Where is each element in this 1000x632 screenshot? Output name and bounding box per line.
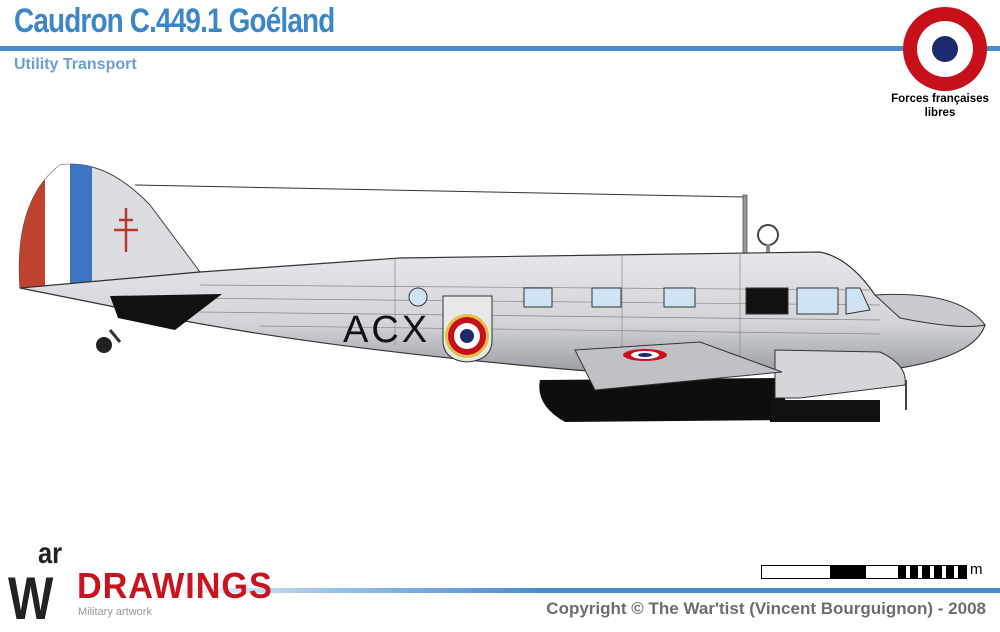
cabin-window [523, 287, 553, 308]
antenna-mast [742, 194, 748, 254]
insignia-label: Forces françaises libres [891, 93, 989, 119]
engine-nacelle-lower [539, 378, 790, 422]
door-window [745, 287, 789, 315]
page-title: Caudron C.449.1 Goéland [14, 2, 335, 40]
logo-ar: ar [38, 537, 63, 570]
porthole [408, 287, 428, 307]
tail-stripe-red [19, 164, 45, 288]
logo-word: DRAWINGS [77, 565, 273, 606]
horizontal-stabilizer [110, 294, 222, 330]
tail-stripe-blue [70, 164, 92, 288]
nose-cone [873, 293, 986, 327]
cockpit-window [845, 287, 871, 315]
engine-cowl-lower [770, 400, 880, 422]
copyright: Copyright © The War'tist (Vincent Bourgu… [546, 599, 986, 618]
loop-antenna [757, 224, 779, 246]
cabin-window [663, 287, 696, 308]
logo-tagline: Military artwork [78, 606, 152, 618]
scale-unit: m [970, 561, 983, 578]
aircraft-code: ACX [343, 309, 430, 351]
tail-wheel [96, 337, 112, 353]
scale-bar [761, 565, 967, 579]
title-divider [0, 46, 1000, 51]
antenna-wire [134, 184, 746, 198]
cross-of-lorraine-icon [114, 208, 138, 252]
fuselage [19, 251, 986, 373]
roundel-icon [903, 7, 987, 91]
logo-letter: W [8, 565, 54, 632]
footer-divider [160, 588, 1000, 593]
page-subtitle: Utility Transport [14, 56, 137, 73]
engine-nacelle [774, 349, 906, 399]
cockpit-window [796, 287, 839, 315]
cabin-window [591, 287, 622, 308]
tail-stripe-white [45, 164, 70, 288]
